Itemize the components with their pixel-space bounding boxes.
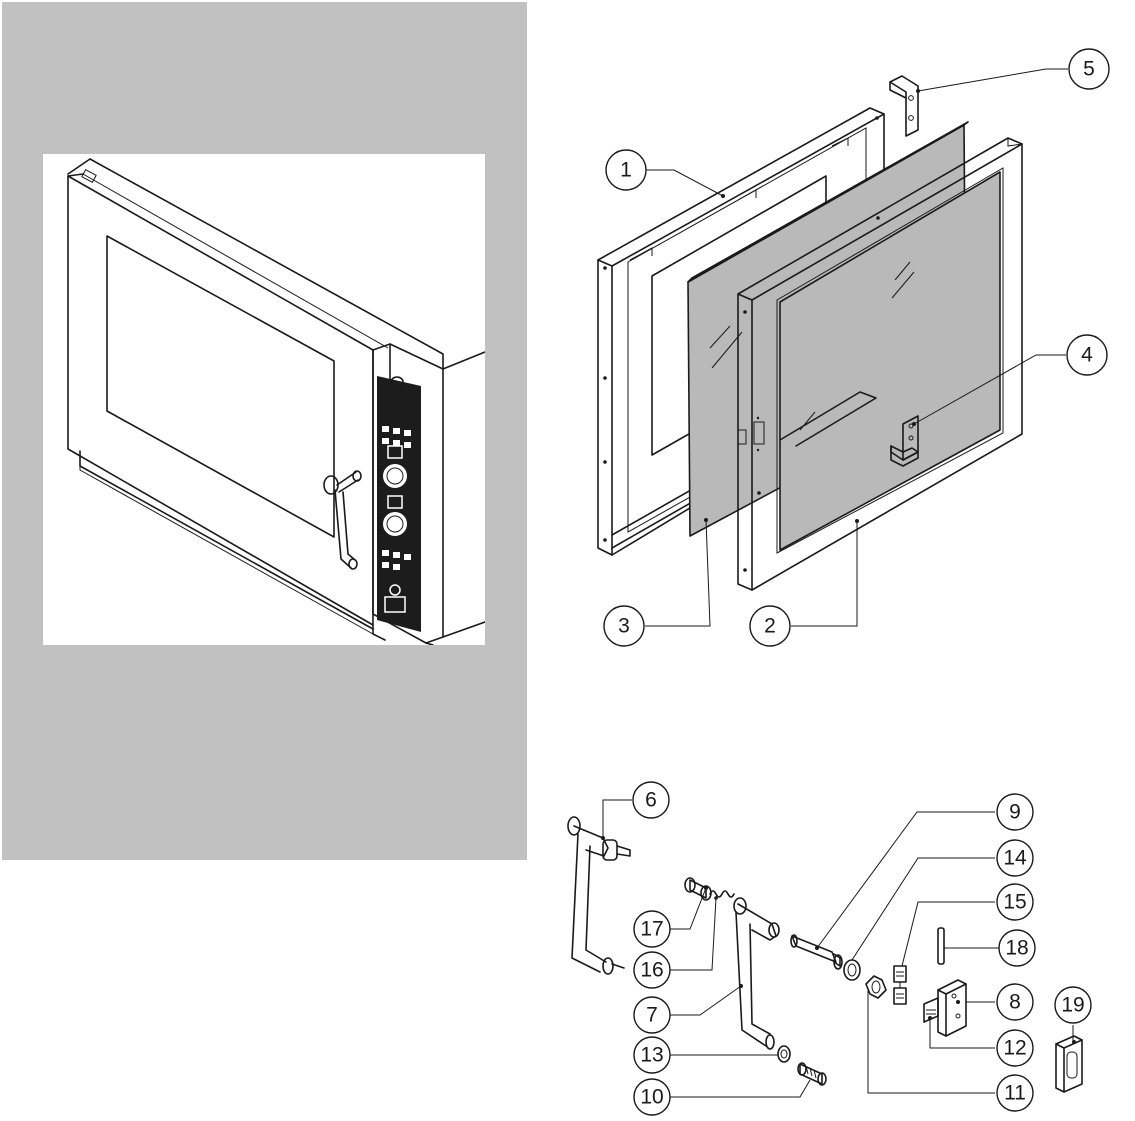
part-15-adjuster	[893, 965, 907, 1005]
svg-text:15: 15	[1003, 891, 1026, 914]
svg-text:18: 18	[1005, 937, 1028, 960]
oven-illustration	[43, 154, 485, 645]
svg-text:3: 3	[618, 615, 630, 638]
part-18-pin	[937, 927, 945, 965]
callout-11: 11	[996, 1074, 1034, 1112]
callout-3: 3	[603, 605, 645, 647]
callout-18: 18	[998, 929, 1036, 967]
svg-text:17: 17	[640, 918, 663, 941]
callout-17: 17	[633, 910, 671, 948]
callout-2: 2	[749, 605, 791, 647]
part-top-hinge-bracket	[889, 75, 920, 137]
callout-12: 12	[996, 1029, 1034, 1067]
svg-text:10: 10	[640, 1086, 663, 1109]
callout-7: 7	[633, 996, 671, 1034]
svg-text:11: 11	[1004, 1082, 1026, 1105]
callout-14: 14	[996, 839, 1034, 877]
svg-text:5: 5	[1083, 58, 1095, 81]
svg-text:16: 16	[640, 959, 663, 982]
part-handle-left	[567, 816, 631, 975]
part-handle-right	[733, 897, 780, 1050]
callout-16: 16	[633, 951, 671, 989]
callout-6: 6	[632, 781, 670, 819]
part-10-pin	[797, 1062, 827, 1086]
svg-text:14: 14	[1003, 847, 1027, 870]
callout-9: 9	[996, 793, 1034, 831]
svg-text:12: 12	[1003, 1037, 1026, 1060]
callout-19: 19	[1054, 986, 1092, 1024]
svg-text:1: 1	[620, 159, 632, 182]
callout-15: 15	[996, 883, 1034, 921]
svg-text:9: 9	[1009, 801, 1021, 824]
part-13-washer	[777, 1045, 791, 1063]
part-9-shaft	[790, 934, 843, 970]
svg-text:8: 8	[1009, 991, 1021, 1014]
svg-text:4: 4	[1081, 344, 1093, 367]
svg-text:19: 19	[1061, 994, 1084, 1017]
part-14-washer	[843, 959, 861, 981]
part-outer-door-frame	[737, 137, 1023, 591]
svg-text:13: 13	[640, 1044, 663, 1067]
part-8-hinge-plate	[923, 979, 967, 1037]
callout-10: 10	[633, 1078, 671, 1116]
callout-8: 8	[996, 983, 1034, 1021]
callout-1: 1	[605, 149, 647, 191]
svg-text:6: 6	[645, 789, 657, 812]
part-19-latch	[1055, 1035, 1083, 1093]
callout-5: 5	[1068, 48, 1110, 90]
leader-lines	[602, 68, 1074, 1098]
part-16-spring	[709, 890, 735, 900]
svg-text:7: 7	[646, 1004, 658, 1027]
callout-13: 13	[633, 1036, 671, 1074]
callout-4: 4	[1066, 334, 1108, 376]
svg-text:2: 2	[764, 615, 776, 638]
part-11-nut	[865, 975, 887, 999]
part-bottom-bracket	[890, 415, 919, 467]
part-17-bushing	[684, 877, 712, 901]
